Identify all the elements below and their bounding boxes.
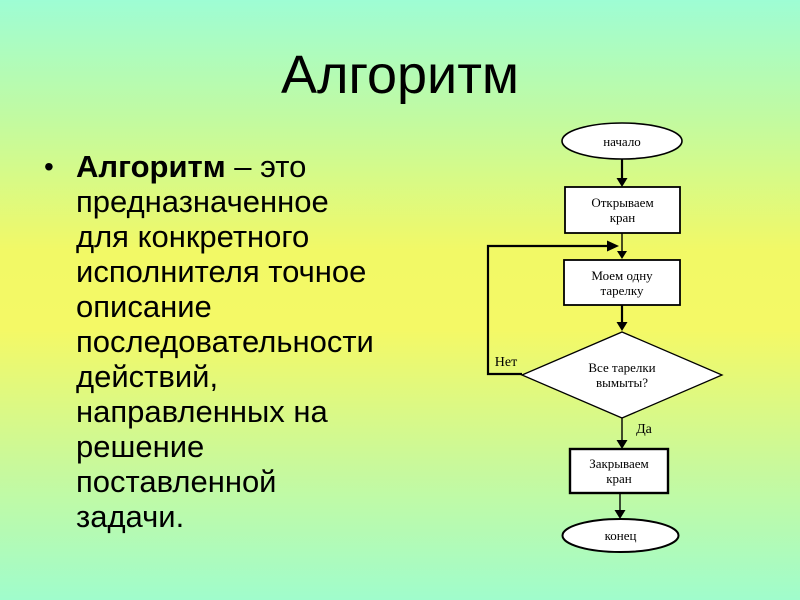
- step1-process-shape: [564, 186, 681, 234]
- flowchart-step2-label: Моем одну тарелку: [564, 260, 680, 305]
- body-line: задачи.: [76, 499, 185, 534]
- flowchart-step3-label: Закрываем кран: [570, 449, 668, 493]
- end-terminator-shape: [561, 518, 680, 553]
- arrowhead-down-icon: [616, 440, 628, 449]
- arrowhead-down-icon: [616, 322, 628, 331]
- arrowhead-down-icon: [616, 178, 628, 187]
- body-line: описание: [76, 289, 212, 324]
- body-line: последовательности: [76, 324, 374, 359]
- definition-term-suffix: – это: [225, 149, 307, 184]
- body-line: • Алгоритм – это: [44, 149, 444, 184]
- arrowhead-down-icon: [614, 510, 626, 519]
- flowchart-decision-text: Все тарелки вымыты?: [588, 360, 656, 390]
- connector-no-loop: [486, 244, 608, 376]
- body-line: действий,: [76, 359, 219, 394]
- step2-process-shape: [563, 259, 681, 306]
- definition-text-block: • Алгоритм – это предназначенное для конк…: [44, 149, 444, 534]
- flowchart-end-label: конец: [604, 528, 637, 543]
- arrowhead-right-icon: [607, 240, 619, 252]
- body-line: предназначенное: [76, 184, 329, 219]
- slide-title: Алгоритм: [280, 45, 520, 105]
- edge-label-yes: Да: [636, 421, 652, 437]
- flowchart-start-label: начало: [603, 133, 641, 149]
- body-line: решение: [76, 429, 205, 464]
- flowchart-step1-label: Открываем кран: [565, 187, 680, 233]
- flowchart-decision-label: Все тарелки вымыты?: [532, 334, 712, 416]
- body-line: направленных на: [76, 394, 328, 429]
- definition-term: Алгоритм: [76, 149, 226, 184]
- arrowhead-down-icon: [617, 251, 627, 259]
- step3-process-shape: [568, 447, 670, 495]
- body-line: исполнителя точное: [76, 254, 367, 289]
- bullet-marker: •: [44, 151, 54, 182]
- body-line: поставленной: [76, 464, 277, 499]
- flowchart-step2-text: Моем одну тарелку: [591, 267, 653, 298]
- edge-label-no: Нет: [494, 354, 518, 370]
- body-line: для конкретного: [76, 219, 310, 254]
- flowchart-step1-text: Открываем кран: [591, 195, 654, 225]
- flowchart-step3-text: Закрываем кран: [589, 456, 649, 486]
